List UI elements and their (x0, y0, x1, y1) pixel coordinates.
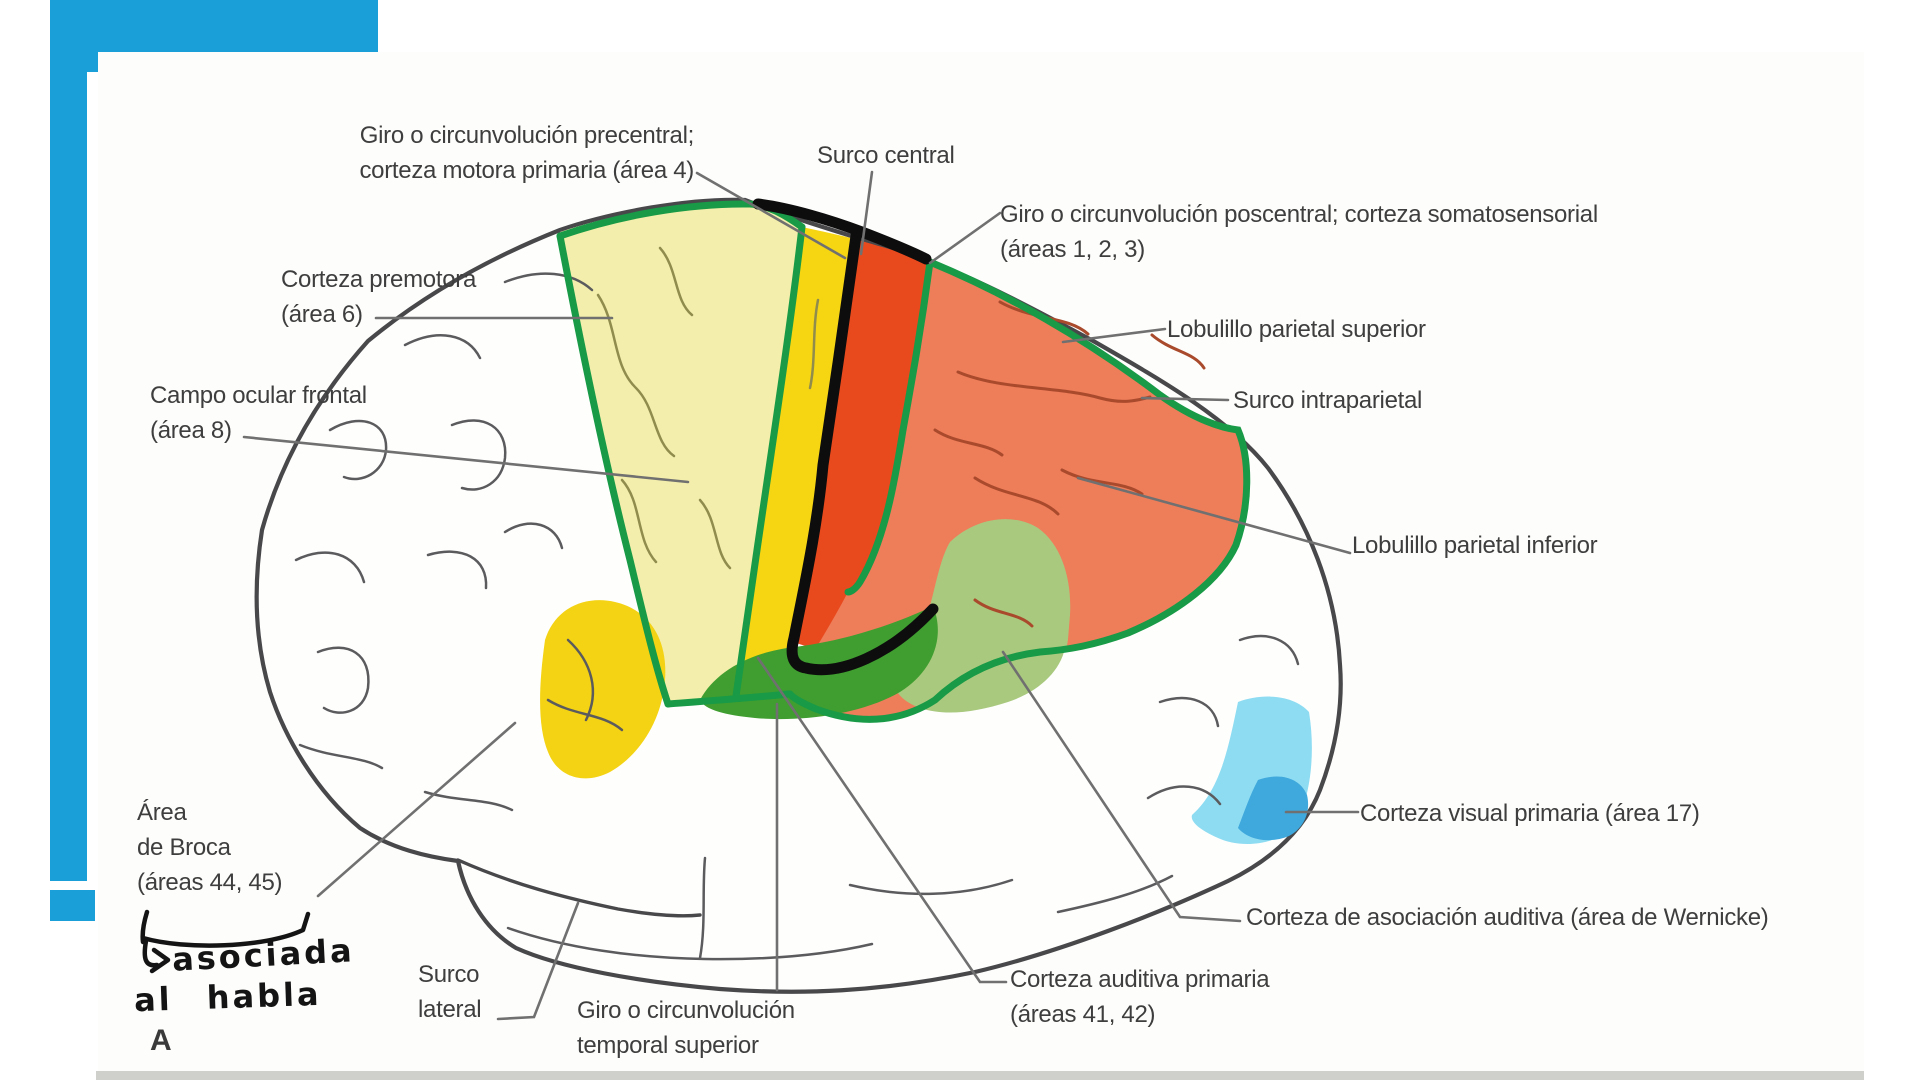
region-somatosensorial (793, 240, 930, 650)
label-campo-ocular: Campo ocular frontal (área 8) (150, 382, 367, 444)
green-region-outlines (556, 200, 1251, 723)
region-visual-oscura (1238, 776, 1309, 841)
region-premotora (560, 202, 802, 706)
figure-panel-letter: A (150, 1024, 172, 1057)
leader-poscentral (928, 211, 1002, 265)
leader-broca (316, 721, 517, 898)
handwriting-underbrace (140, 909, 311, 948)
label-auditiva: Corteza auditiva primaria (áreas 41, 42) (1010, 966, 1270, 1028)
black-sulcus-highlight (752, 198, 939, 676)
sulci-premotor (596, 246, 820, 570)
label-poscentral: Giro o circunvolución poscentral; cortez… (1000, 201, 1598, 263)
leader-campo-ocular (242, 435, 690, 484)
label-visual: Corteza visual primaria (área 17) (1360, 800, 1700, 827)
leader-parietal-inferior (1076, 476, 1352, 555)
leader-surco-lateral (496, 901, 580, 1021)
accent-square-bottom (50, 890, 95, 921)
label-precentral: Giro o circunvolución precentral; cortez… (359, 122, 694, 184)
leader-lines (242, 170, 1360, 1021)
scan-bottom-edge (96, 1071, 1864, 1080)
leader-surco-central (859, 170, 874, 256)
leader-auditiva (756, 656, 1008, 984)
label-temporal-superior: Giro o circunvolución temporal superior (577, 997, 795, 1059)
leader-precentral (695, 171, 847, 260)
leader-wernicke (1001, 650, 1242, 923)
label-wernicke: Corteza de asociación auditiva (área de … (1246, 904, 1769, 931)
label-surco-lateral: Surco lateral (418, 961, 482, 1023)
handwriting-word-al-habla: al habla (133, 974, 323, 1020)
label-surco-central: Surco central (817, 142, 955, 169)
region-auditiva (700, 606, 938, 720)
surco-lateral-line (456, 858, 702, 918)
label-intraparietal: Surco intraparietal (1233, 387, 1423, 414)
label-parietal-inferior: Lobulillo parietal inferior (1352, 532, 1598, 559)
label-broca: Área de Broca (áreas 44, 45) (137, 799, 283, 896)
label-parietal-superior: Lobulillo parietal superior (1167, 316, 1426, 343)
leader-intraparietal (1140, 396, 1230, 402)
accent-bar-left (50, 0, 87, 881)
sulci-lines (294, 272, 1300, 961)
region-motora (735, 227, 858, 697)
handwriting-arrow (142, 938, 171, 974)
region-wernicke (893, 519, 1071, 713)
leader-parietal-superior (1061, 327, 1167, 344)
label-premotora: Corteza premotora (área 6) (281, 266, 476, 328)
handwriting-strokes (140, 909, 311, 974)
